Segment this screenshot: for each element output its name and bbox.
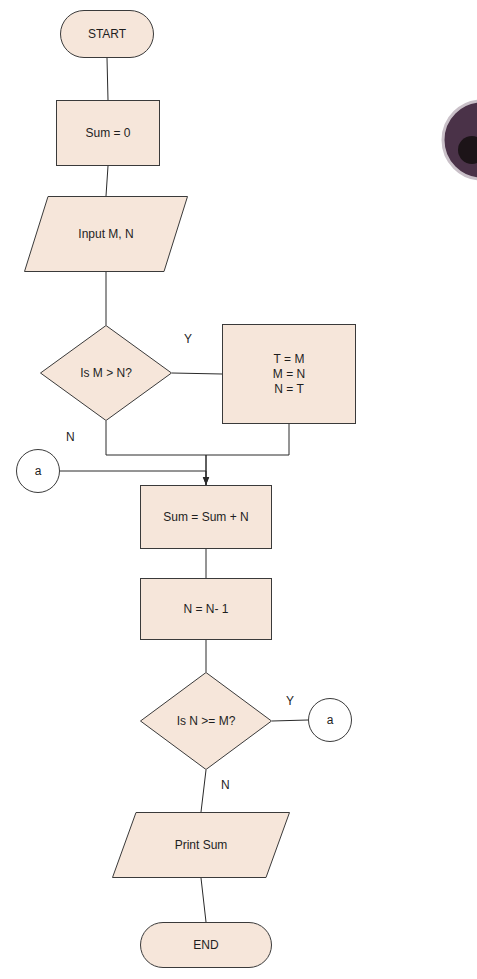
branch-label: N	[221, 778, 230, 792]
connector-circle: a	[308, 698, 352, 742]
output-parallelogram: Print Sum	[112, 812, 290, 878]
process-box: Sum = Sum + N	[140, 485, 272, 549]
node-text: Is M > N?	[80, 366, 132, 381]
decision-diamond: Is M > N?	[40, 325, 172, 421]
node-text: Sum = 0	[85, 126, 130, 141]
flow-connector	[172, 373, 222, 374]
shape-polygon	[113, 813, 290, 878]
flow-connector	[201, 770, 206, 812]
shape-polygon	[25, 197, 188, 272]
connector-circle: a	[16, 449, 60, 493]
node-text: N = T	[274, 382, 303, 397]
node-text: N = N- 1	[183, 602, 228, 617]
flow-connector	[206, 549, 207, 578]
flow-connector	[106, 421, 206, 485]
process-box: N = N- 1	[140, 578, 272, 640]
node-text: Is N >= M?	[177, 714, 236, 729]
flow-connector	[201, 878, 206, 922]
branch-label: Y	[286, 694, 294, 708]
flow-connector	[272, 720, 308, 721]
node-text: a	[35, 464, 42, 479]
flow-connector	[60, 471, 206, 485]
node-text: a	[327, 713, 334, 728]
node-text: START	[88, 27, 126, 42]
node-text: Print Sum	[175, 838, 228, 853]
node-text: Input M, N	[78, 227, 133, 242]
process-box: Sum = 0	[56, 100, 160, 166]
input-parallelogram: Input M, N	[24, 196, 188, 272]
flow-connector	[106, 166, 108, 196]
process-box: T = MM = NN = T	[222, 324, 356, 424]
node-text: M = N	[273, 367, 305, 382]
flow-connector	[206, 424, 289, 485]
node-text: END	[193, 938, 218, 953]
branch-label: N	[66, 430, 75, 444]
avatar-circle	[443, 101, 477, 179]
flow-connector	[107, 58, 108, 100]
node-text: T = M	[274, 352, 305, 367]
avatar-figure	[458, 136, 477, 164]
shape-polygon	[141, 673, 272, 770]
flow-connector	[106, 272, 107, 325]
shape-polygon	[41, 326, 172, 421]
start-terminal: START	[60, 10, 154, 58]
end-terminal: END	[140, 922, 272, 968]
decision-diamond: Is N >= M?	[140, 672, 272, 770]
branch-label: Y	[184, 332, 192, 346]
node-text: Sum = Sum + N	[163, 510, 248, 525]
flow-connector	[206, 640, 207, 672]
